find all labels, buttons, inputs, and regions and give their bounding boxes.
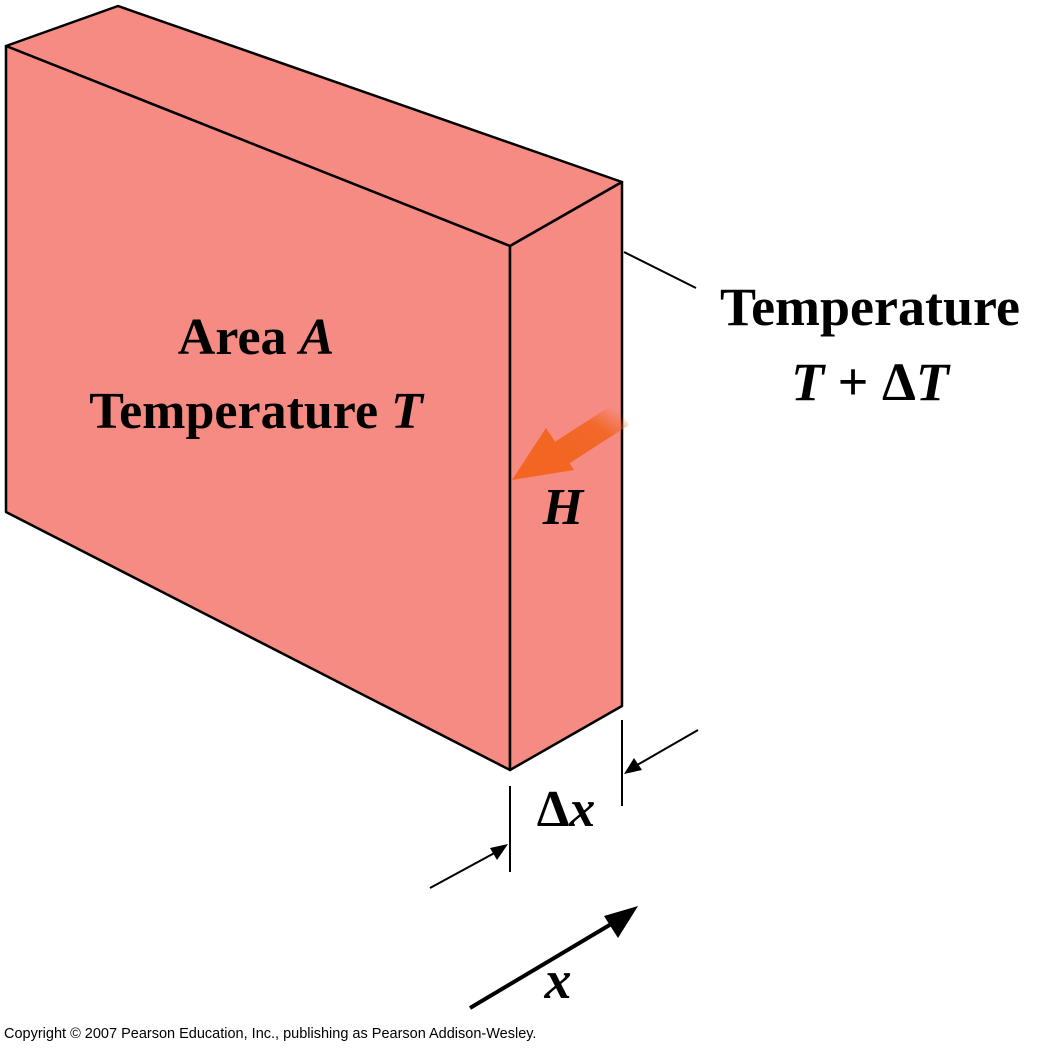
right-temperature-label: Temperature xyxy=(720,277,1020,337)
slab-side-face xyxy=(508,180,624,772)
copyright-text: Copyright © 2007 Pearson Education, Inc.… xyxy=(4,1026,536,1042)
x-axis-label: x xyxy=(544,950,572,1010)
thickness-label: Δx xyxy=(537,781,596,838)
area-symbol: A xyxy=(297,309,335,366)
heat-flow-symbol: H xyxy=(542,479,585,536)
thickness-dimension xyxy=(429,720,699,889)
slab-temperature-label: Temperature T xyxy=(89,383,425,440)
heat-flow-arrow xyxy=(512,403,630,480)
temperature-leader-line xyxy=(623,251,697,289)
slab-temperature-symbol: T xyxy=(391,383,425,440)
right-temperature-expression: T + ΔT xyxy=(791,352,951,412)
area-label: Area A xyxy=(178,309,334,366)
x-axis-arrow xyxy=(468,906,638,1010)
